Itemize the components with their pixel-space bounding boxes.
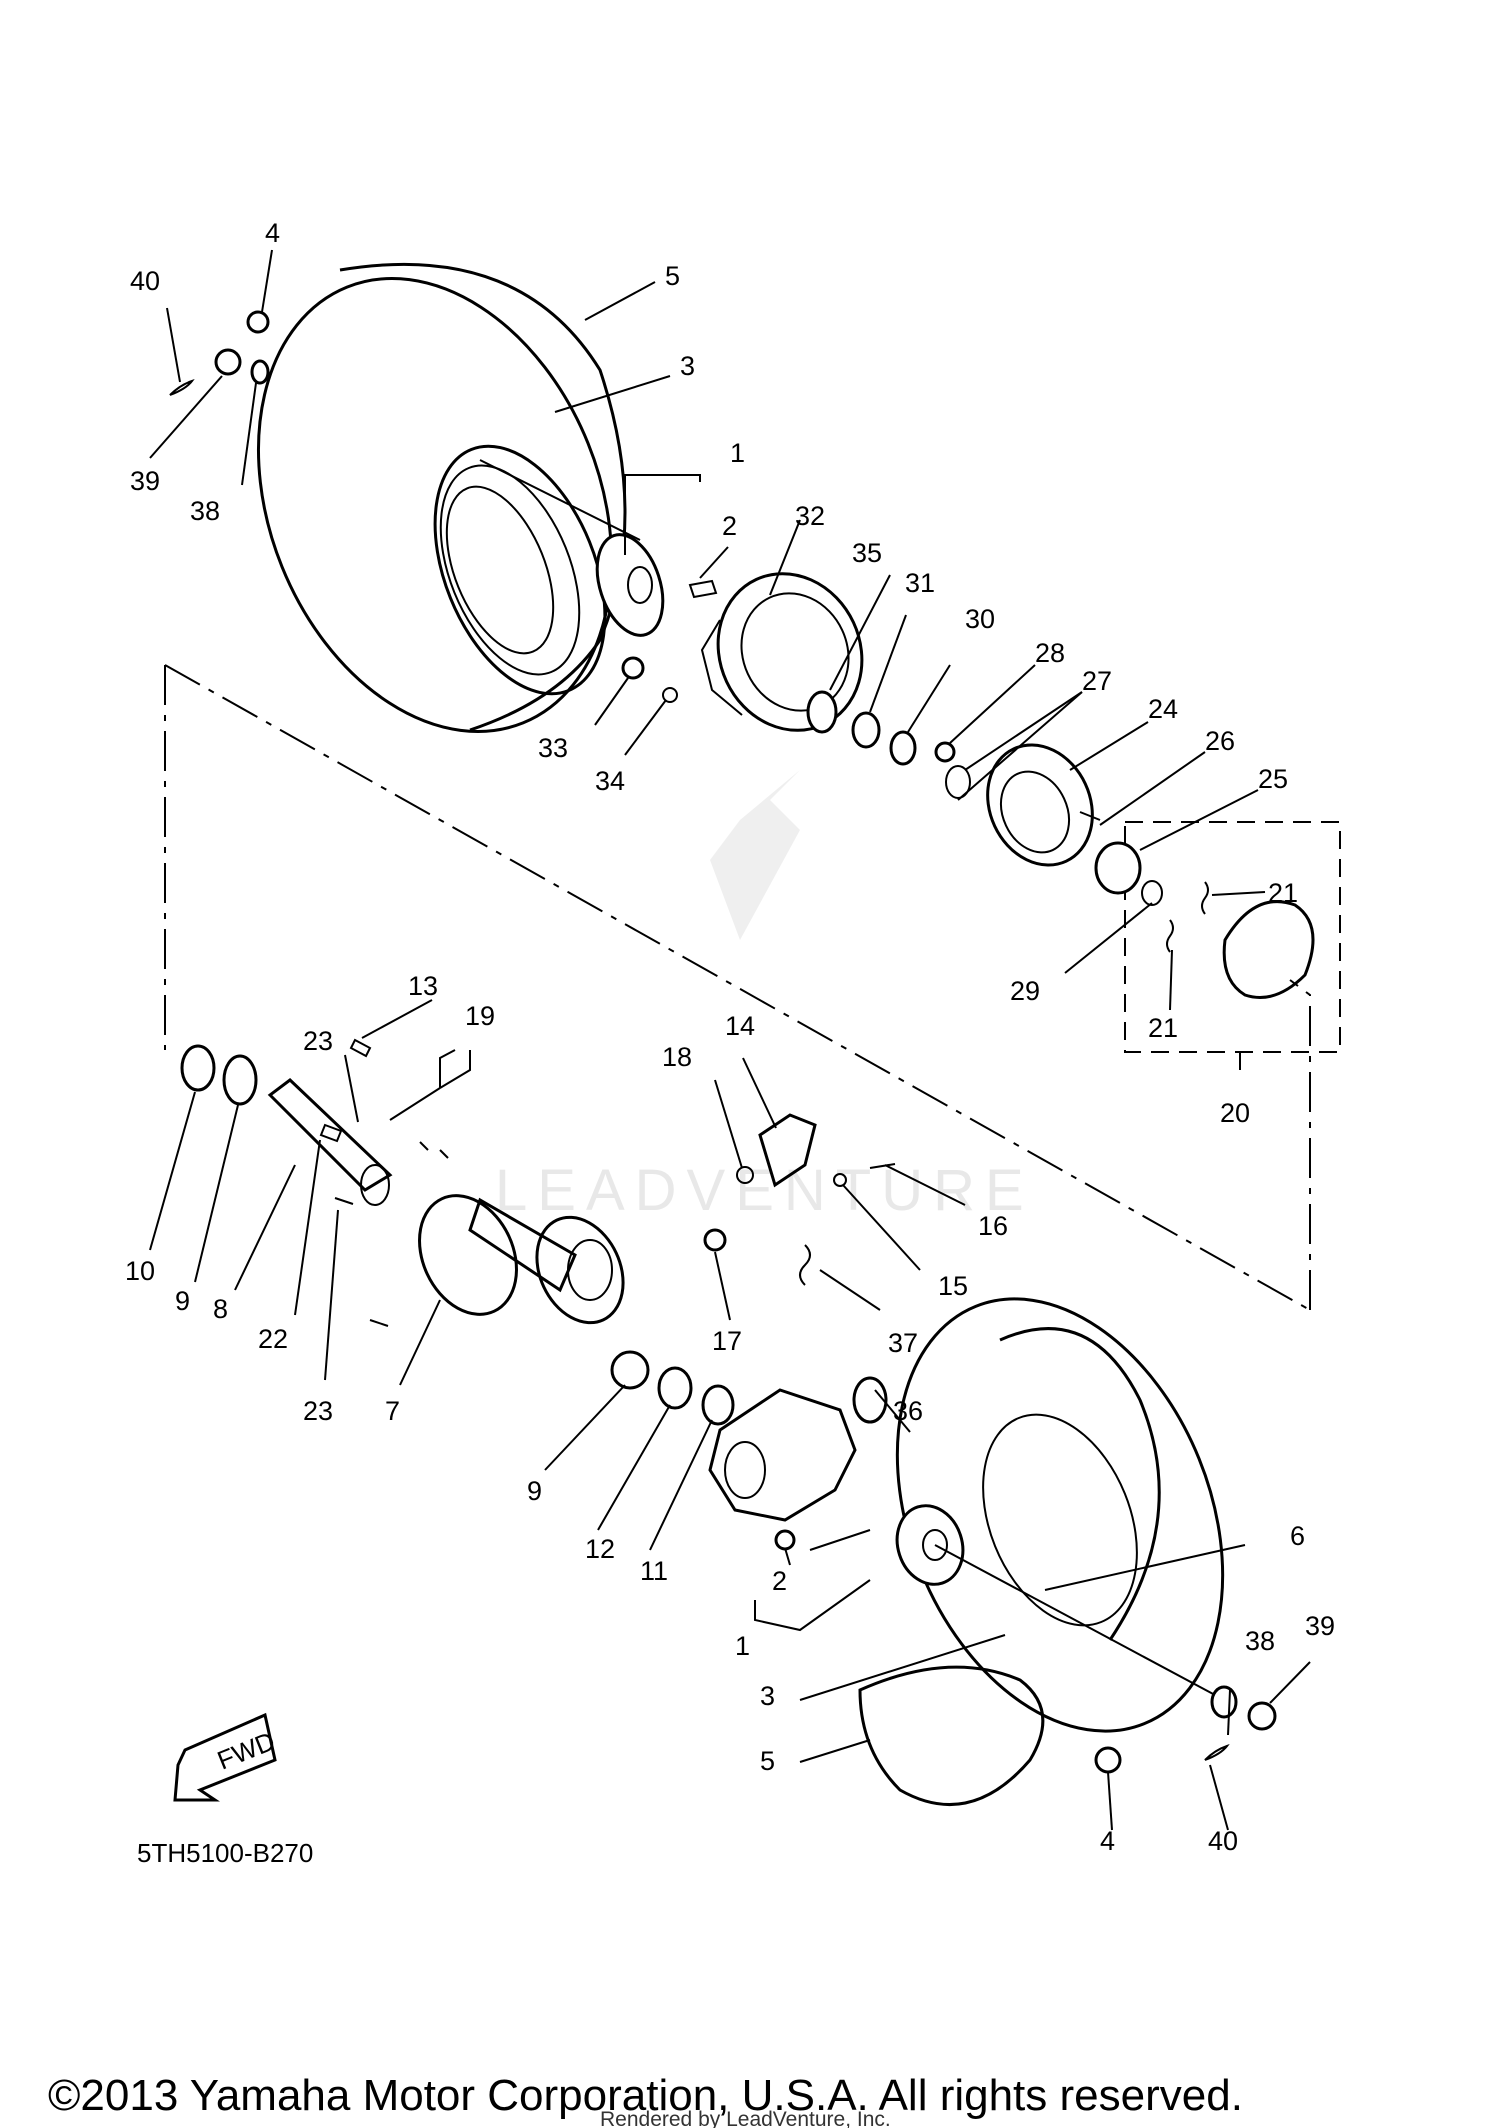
label-1-upper: 1 [730, 438, 745, 468]
label-40-lower: 40 [1208, 1826, 1238, 1856]
label-7: 7 [385, 1396, 400, 1426]
label-25: 25 [1258, 764, 1288, 794]
fwd-arrow: FWD [173, 1712, 279, 1802]
brake-shoe-set [1166, 881, 1315, 999]
rendered-by: Rendered by LeadVenture, Inc. [600, 2108, 891, 2128]
label-38-upper: 38 [190, 496, 220, 526]
lower-wheel [858, 1297, 1225, 1806]
label-40-upper: 40 [130, 266, 160, 296]
upper-hub-assembly [595, 533, 1163, 906]
label-32: 32 [795, 501, 825, 531]
label-38-lower: 38 [1245, 1626, 1275, 1656]
label-34: 34 [595, 766, 625, 796]
axle-assembly [180, 1038, 735, 1426]
label-8: 8 [213, 1294, 228, 1324]
label-9-upper: 9 [175, 1286, 190, 1316]
label-24: 24 [1148, 694, 1178, 724]
label-22: 22 [258, 1324, 288, 1354]
label-5-lower: 5 [760, 1746, 775, 1776]
label-11: 11 [640, 1556, 668, 1586]
label-4-upper: 4 [265, 218, 280, 248]
label-16: 16 [978, 1211, 1008, 1241]
callout-labels: 4 40 5 3 39 38 1 2 32 33 34 35 31 30 28 … [125, 218, 1335, 1856]
lower-housing [708, 1376, 888, 1551]
label-33: 33 [538, 733, 568, 763]
label-30: 30 [965, 604, 995, 634]
watermark: LEADVENTURE [495, 770, 1034, 1223]
label-27: 27 [1082, 666, 1112, 696]
copyright-notice: ©2013 Yamaha Motor Corporation, U.S.A. A… [48, 2071, 1243, 2120]
label-28: 28 [1035, 638, 1065, 668]
label-21-upper: 21 [1268, 878, 1298, 908]
label-36: 36 [893, 1396, 923, 1426]
upper-wheel [256, 262, 641, 733]
label-23-lower: 23 [303, 1396, 333, 1426]
label-13: 13 [408, 971, 438, 1001]
label-37: 37 [888, 1328, 918, 1358]
label-4-lower: 4 [1100, 1826, 1115, 1856]
label-29: 29 [1010, 976, 1040, 1006]
upper-hardware [169, 310, 270, 396]
label-5-upper: 5 [665, 261, 680, 291]
leader-lines [149, 249, 1311, 1831]
alignment-lines [164, 664, 1341, 1311]
label-26: 26 [1205, 726, 1235, 756]
label-20: 20 [1220, 1098, 1250, 1128]
label-17: 17 [712, 1326, 742, 1356]
label-2-lower: 2 [772, 1566, 787, 1596]
label-18: 18 [662, 1042, 692, 1072]
label-2-upper: 2 [722, 511, 737, 541]
label-19: 19 [465, 1001, 495, 1031]
brake-cam-lever [703, 1113, 896, 1286]
label-39-lower: 39 [1305, 1611, 1335, 1641]
label-21-lower: 21 [1148, 1013, 1178, 1043]
label-3-upper: 3 [680, 351, 695, 381]
label-1-lower: 1 [735, 1631, 750, 1661]
label-35: 35 [852, 538, 882, 568]
label-31: 31 [905, 568, 935, 598]
label-15: 15 [938, 1271, 968, 1301]
label-6: 6 [1290, 1521, 1305, 1551]
label-23-upper: 23 [303, 1026, 333, 1056]
label-12: 12 [585, 1534, 615, 1564]
watermark-text: LEADVENTURE [495, 1158, 1034, 1223]
label-9-lower: 9 [527, 1476, 542, 1506]
part-code: 5TH5100-B270 [137, 1838, 313, 1868]
label-39-upper: 39 [130, 466, 160, 496]
label-10: 10 [125, 1256, 155, 1286]
label-14: 14 [725, 1011, 755, 1041]
label-3-lower: 3 [760, 1681, 775, 1711]
